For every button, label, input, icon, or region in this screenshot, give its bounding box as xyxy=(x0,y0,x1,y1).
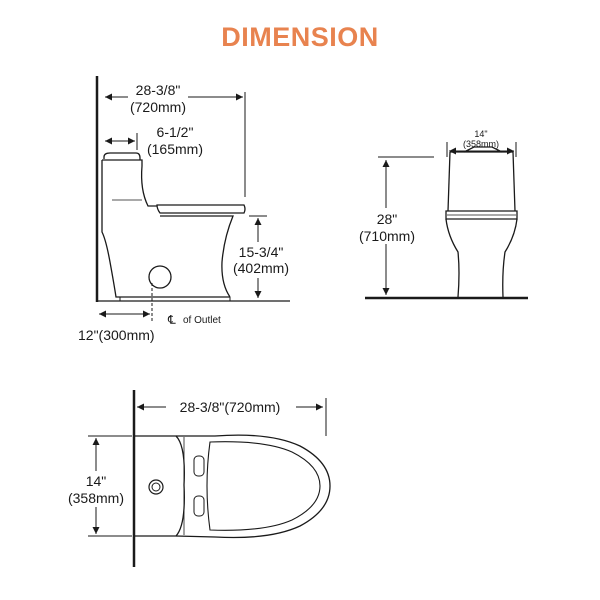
side-depth-mm-label: (720mm) xyxy=(130,99,186,115)
rough-in-label: 12"(300mm) xyxy=(78,327,155,343)
outlet-label: of Outlet xyxy=(183,315,221,326)
front-width-in-label: 14" xyxy=(474,129,487,139)
side-depth-in-label: 28-3/8" xyxy=(136,82,181,98)
front-width-mm-label: (358mm) xyxy=(463,139,499,149)
top-width-mm-label: (358mm) xyxy=(68,490,124,506)
side-view: 28-3/8" (720mm) 6-1/2" (165mm) 15-3/4" (… xyxy=(78,76,295,343)
front-view: 14" (358mm) 28" (710mm) xyxy=(350,129,528,300)
centerline-symbol: ℄ xyxy=(167,313,176,327)
seat-height-in-label: 15-3/4" xyxy=(239,244,284,260)
toilet-top-outline xyxy=(134,434,331,539)
top-width-in-label: 14" xyxy=(86,473,107,489)
seat-height-mm-label: (402mm) xyxy=(233,260,289,276)
front-height-in-label: 28" xyxy=(377,211,398,227)
front-height-mm-label: (710mm) xyxy=(359,228,415,244)
tank-offset-mm-label: (165mm) xyxy=(147,141,203,157)
page-title: DIMENSION xyxy=(221,22,379,52)
tank-offset-in-label: 6-1/2" xyxy=(157,124,194,140)
top-depth-label: 28-3/8"(720mm) xyxy=(180,399,281,415)
top-view: 28-3/8"(720mm) 14" (358mm) xyxy=(62,390,331,567)
toilet-side-outline xyxy=(101,152,246,301)
toilet-front-outline xyxy=(445,146,518,298)
